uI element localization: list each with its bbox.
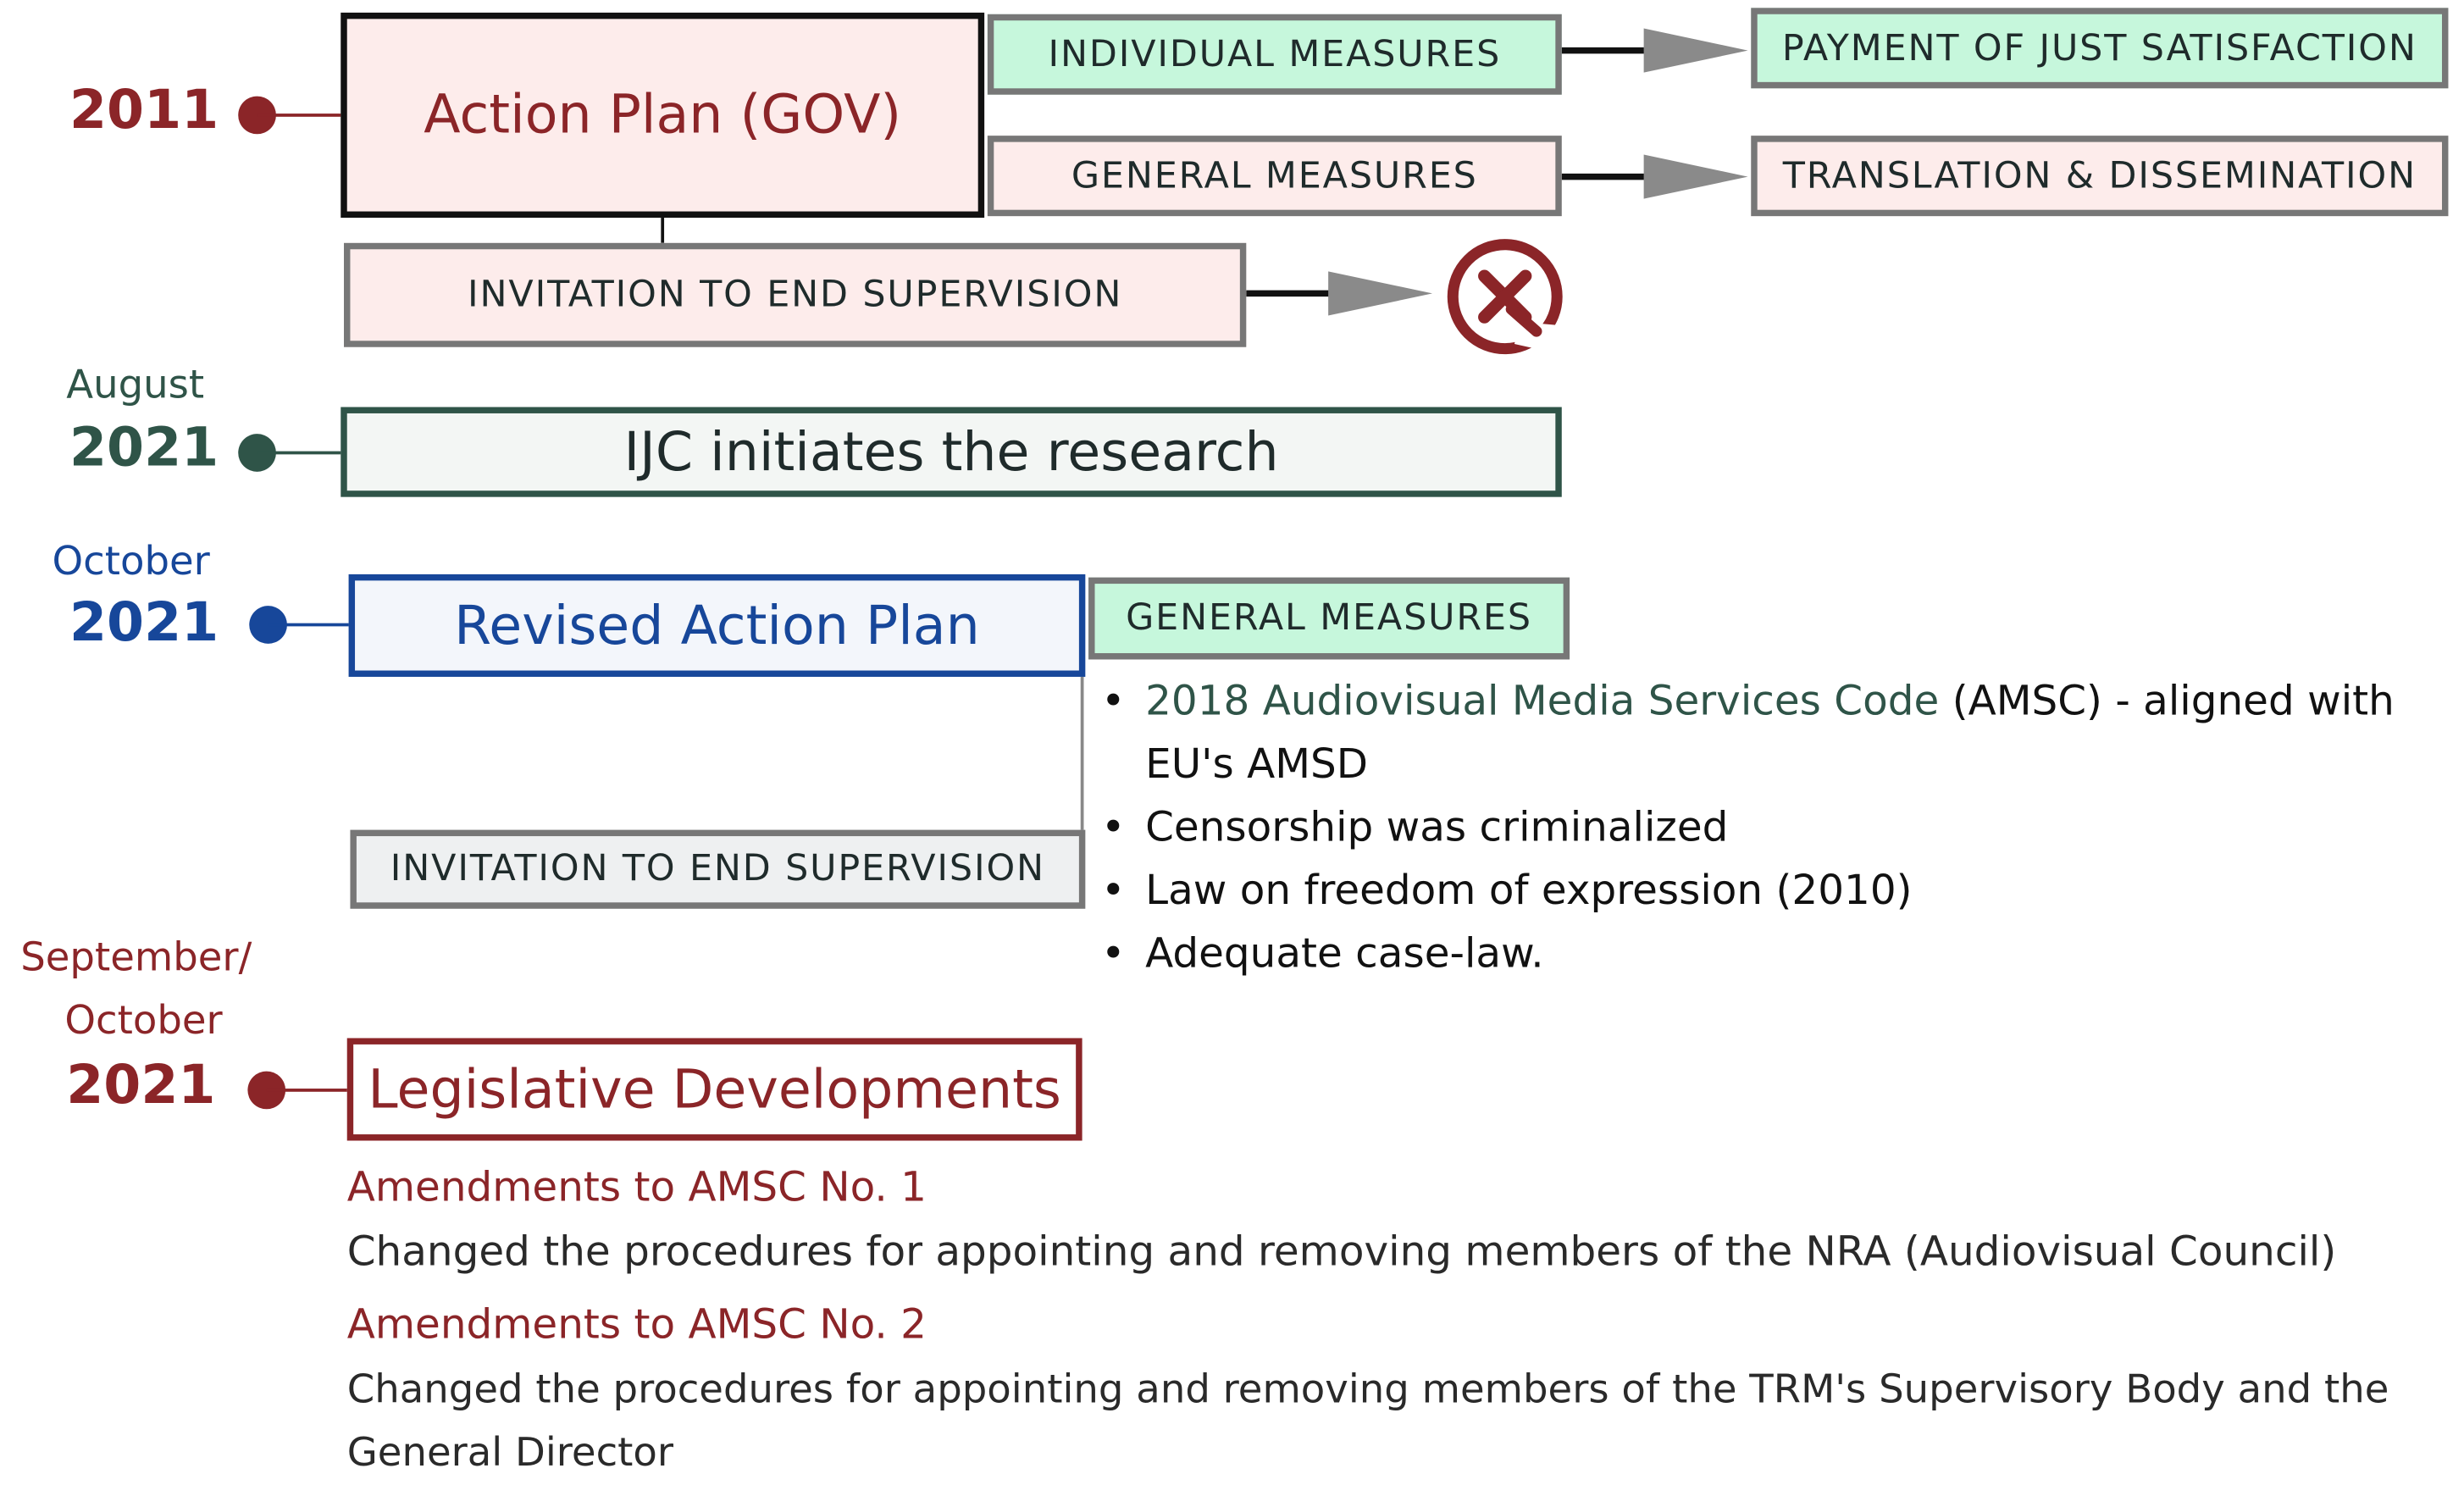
general-measures-box-oct: GENERAL MEASURES <box>1088 577 1570 660</box>
list-item: Law on freedom of expression (2010) <box>1101 860 2442 923</box>
list-item: 2018 Audiovisual Media Services Code (AM… <box>1101 671 2442 797</box>
revised-action-plan-box: Revised Action Plan <box>348 573 1086 677</box>
legislative-developments-box: Legislative Developments <box>346 1038 1082 1141</box>
list-item: Adequate case-law. <box>1101 923 2442 986</box>
year-2021-august: 2021 <box>69 416 219 480</box>
invitation-box-2011: INVITATION TO END SUPERVISION <box>344 242 1247 347</box>
list-item: Censorship was criminalized <box>1101 797 2442 860</box>
circle-x-icon <box>1447 239 1563 355</box>
year-2011: 2011 <box>69 79 219 142</box>
action-plan-box: Action Plan (GOV) <box>341 12 985 219</box>
amendment-2-line2: General Director <box>346 1429 674 1476</box>
connector-invitation-oct <box>1080 676 1084 832</box>
arrow-right-icon <box>1246 271 1433 316</box>
connector-october <box>268 623 351 627</box>
amendment-2-line1: Changed the procedures for appointing an… <box>346 1366 2389 1412</box>
general-measures-box: GENERAL MEASURES <box>987 136 1562 217</box>
year-2021-sepoct: 2021 <box>66 1054 216 1117</box>
research-box: IJC initiates the research <box>341 407 1562 497</box>
month-october: October <box>52 538 210 585</box>
bullet-text: (AMSC) - aligned with <box>1939 678 2395 726</box>
arrow-right-icon <box>1561 154 1748 199</box>
connector-august <box>257 451 345 455</box>
month-august: August <box>66 361 205 407</box>
arrow-right-icon <box>1561 28 1748 73</box>
connector-invitation <box>661 218 665 243</box>
amendment-1-text: Changed the procedures for appointing an… <box>346 1228 2337 1277</box>
bullet-text: EU's AMSD <box>1145 741 1369 790</box>
invitation-box-oct: INVITATION TO END SUPERVISION <box>350 829 1086 909</box>
connector-2011 <box>257 114 345 117</box>
translation-box: TRANSLATION & DISSEMINATION <box>1751 136 2449 217</box>
month-september: September/ <box>20 934 252 980</box>
payment-box: PAYMENT OF JUST SATISFACTION <box>1751 8 2449 89</box>
amendment-1-title: Amendments to AMSC No. 1 <box>346 1164 927 1212</box>
connector-sepoct <box>266 1089 349 1092</box>
amendment-2-text: Changed the procedures for appointing an… <box>347 1359 2461 1485</box>
general-measures-list: 2018 Audiovisual Media Services Code (AM… <box>1101 671 2442 986</box>
year-2021-october: 2021 <box>69 591 219 655</box>
individual-measures-box: INDIVIDUAL MEASURES <box>987 14 1562 95</box>
amendment-2-title: Amendments to AMSC No. 2 <box>346 1301 927 1349</box>
month-october-2: October <box>64 997 223 1044</box>
amsc-highlight: 2018 Audiovisual Media Services Code <box>1145 678 1940 726</box>
